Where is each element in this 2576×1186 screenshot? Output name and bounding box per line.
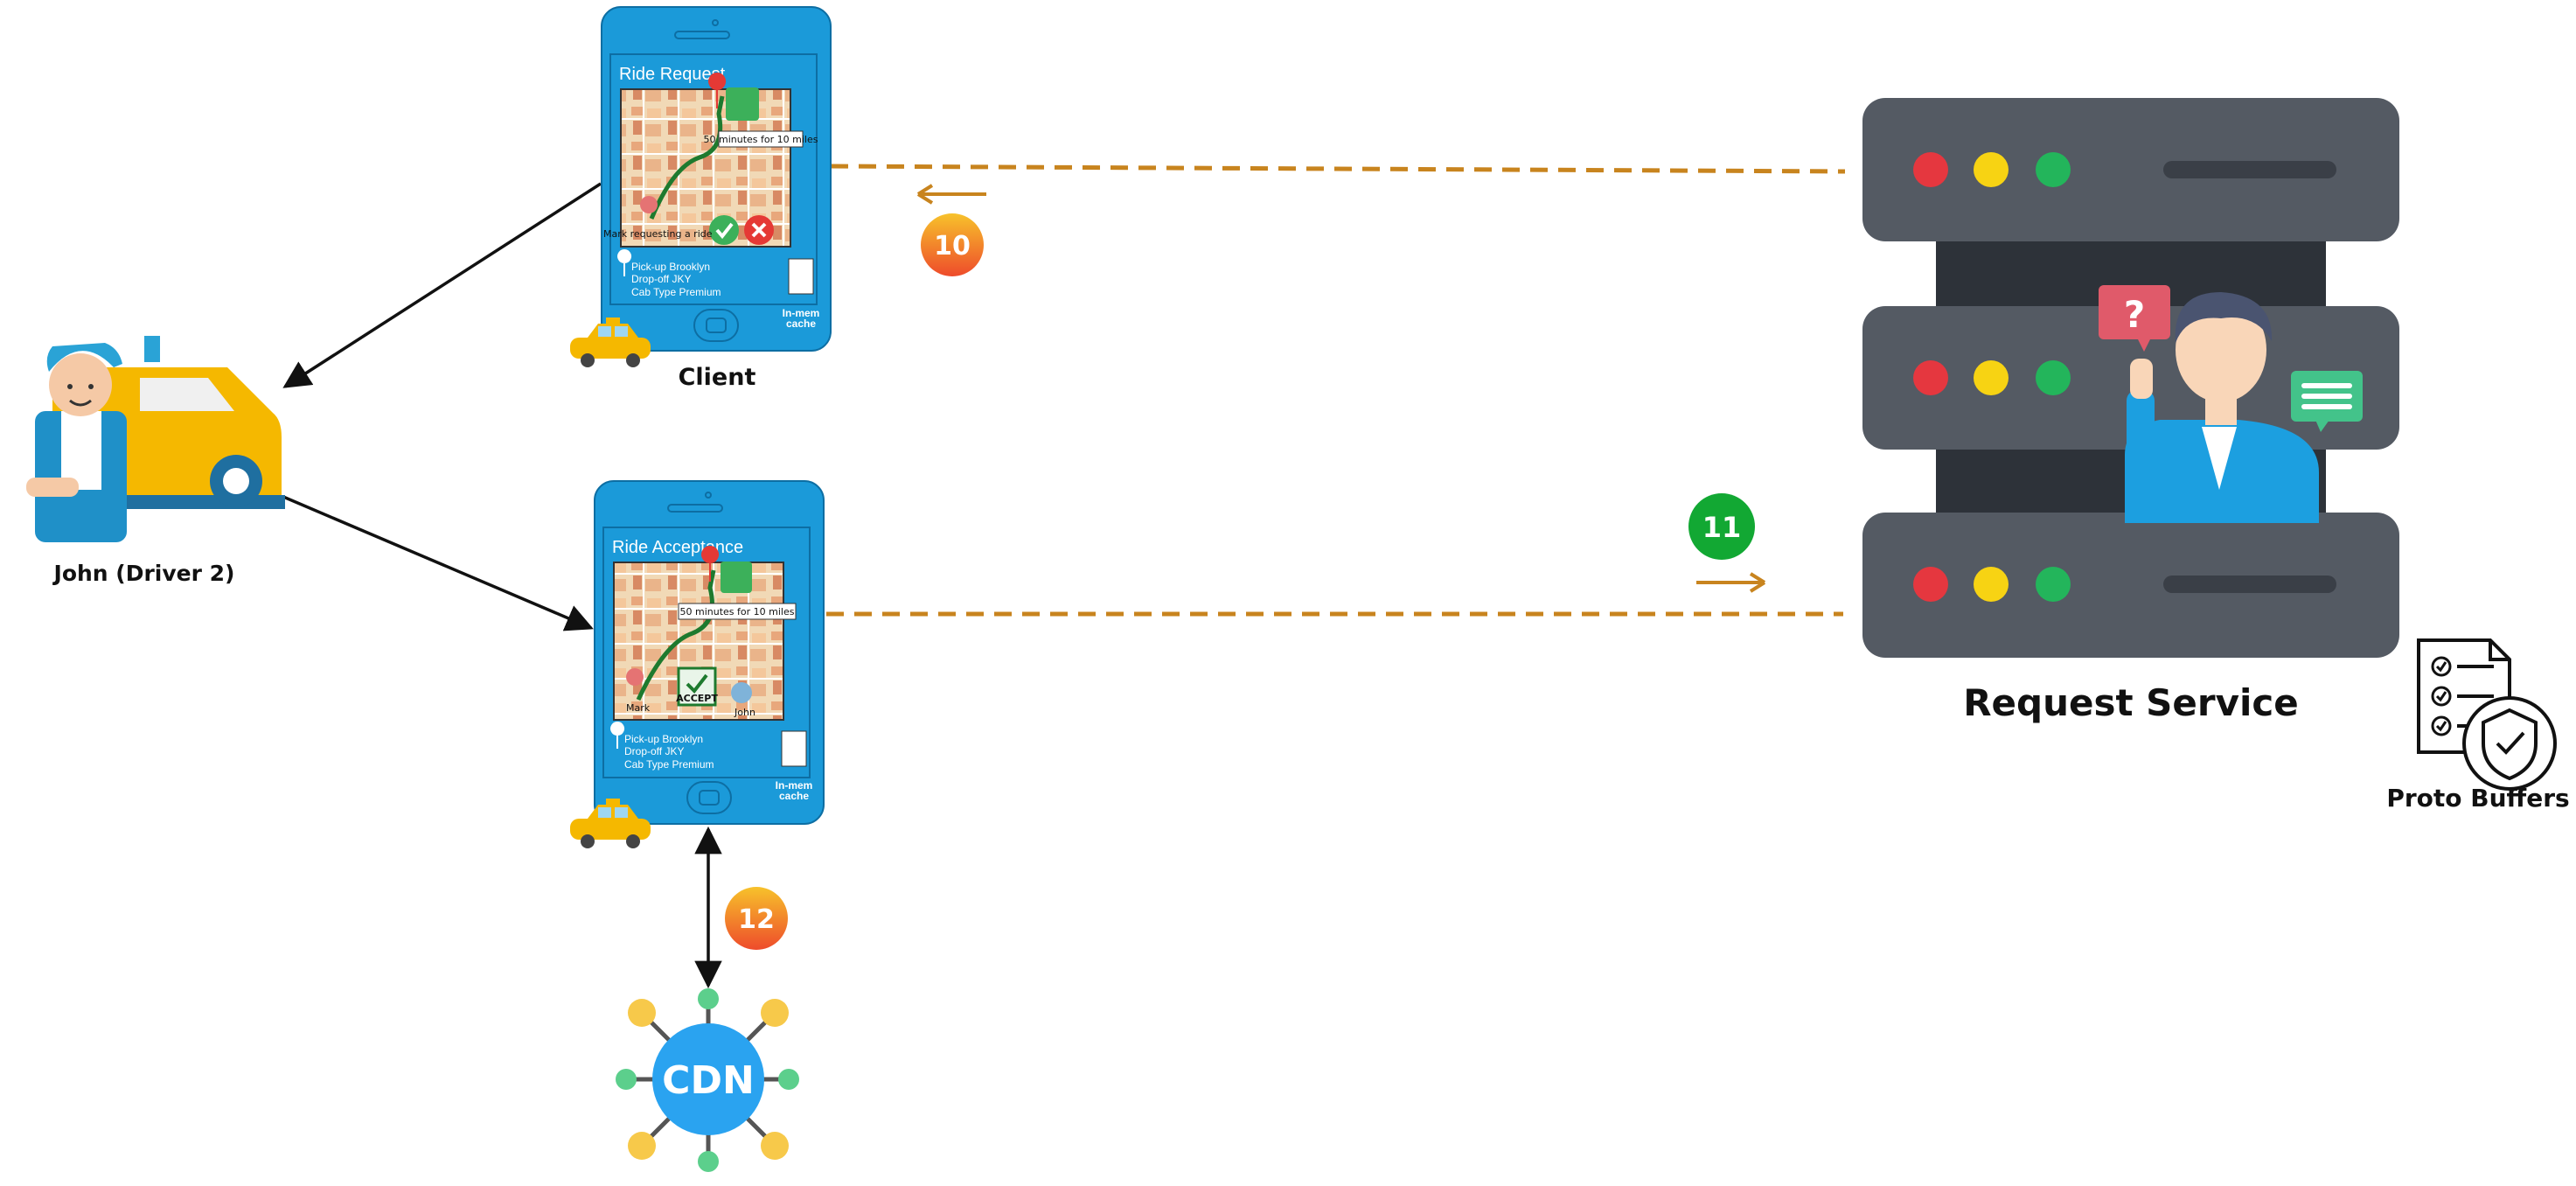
driver-cache-line2: cache: [779, 790, 809, 802]
driver-icon: [26, 336, 285, 542]
arrow-client-to-driver: [282, 182, 602, 388]
client-phone-title: Ride Request: [619, 65, 726, 84]
driver-map-rider: Mark: [626, 702, 651, 714]
taxi-icon-driver: [570, 799, 651, 848]
driver-accept-text: ACCEPT: [676, 693, 718, 704]
cdn-icon: CDN: [616, 988, 799, 1172]
step-badge-11-text: 11: [1702, 511, 1742, 544]
driver-pickup-text: Pick-up Brooklyn: [624, 733, 703, 745]
step-badge-12-text: 12: [738, 904, 775, 935]
driver-cab-text: Cab Type Premium: [624, 758, 714, 771]
driver-cache-line1: In-mem: [776, 779, 813, 792]
cache-icon-2: [781, 730, 807, 767]
client-map-caption: Mark requesting a ride: [603, 228, 713, 240]
client-phone: Ride Request 50 minutes for 10 miles Mar…: [601, 6, 832, 352]
step-badge-12: 12: [725, 887, 788, 950]
client-cache-line1: In-mem: [783, 307, 820, 319]
svg-text:?: ?: [2124, 293, 2145, 336]
cache-icon: [788, 258, 814, 295]
driver-map: 50 minutes for 10 miles Mark ACCEPT John: [613, 546, 797, 721]
driver-label: John (Driver 2): [52, 561, 235, 586]
client-dropoff-text: Drop-off JKY: [631, 273, 691, 285]
client-label: Client: [679, 364, 756, 391]
support-person-icon: ?: [2099, 285, 2363, 523]
client-cache-line2: cache: [786, 317, 816, 330]
map-pin-icon: [708, 73, 727, 108]
location-pin-icon-2: [610, 722, 625, 749]
location-pin-icon: [617, 249, 632, 276]
client-cab-text: Cab Type Premium: [631, 286, 721, 298]
request-service-label: Request Service: [1963, 681, 2299, 724]
driver-phone-title: Ride Acceptance: [612, 538, 743, 557]
arrow-driver-to-acceptance: [282, 495, 594, 631]
map-pin-icon-2: [701, 546, 720, 582]
step-badge-10-text: 10: [934, 231, 971, 262]
question-bubble-icon: ?: [2099, 285, 2170, 352]
driver-phone: Ride Acceptance 50 minutes for 10 miles …: [594, 480, 825, 825]
driver-eta-label: 50 minutes for 10 miles: [680, 606, 795, 617]
small-arrow-right: [1696, 572, 1766, 593]
connectors: [282, 164, 1846, 989]
step-badge-11: 11: [1688, 493, 1755, 560]
chat-bubble-icon: [2291, 371, 2363, 432]
dashed-line-service-to-client: [830, 164, 1846, 174]
proto-buffers-icon: [2417, 638, 2557, 791]
proto-buffers-label: Proto Buffers: [2386, 784, 2569, 813]
client-map: 50 minutes for 10 miles: [620, 73, 818, 248]
accept-check-icon: [709, 215, 739, 245]
driver-dropoff-text: Drop-off JKY: [624, 745, 684, 757]
home-button-2: [686, 781, 732, 814]
small-arrow-left: [916, 184, 986, 205]
taxi-icon-client: [570, 317, 651, 367]
cdn-label: CDN: [662, 1058, 755, 1103]
step-badge-10: 10: [921, 213, 984, 276]
home-button: [693, 309, 739, 342]
client-eta-label: 50 minutes for 10 miles: [704, 134, 818, 145]
driver-map-driver-name: John: [734, 707, 755, 718]
client-pickup-text: Pick-up Brooklyn: [631, 261, 710, 273]
